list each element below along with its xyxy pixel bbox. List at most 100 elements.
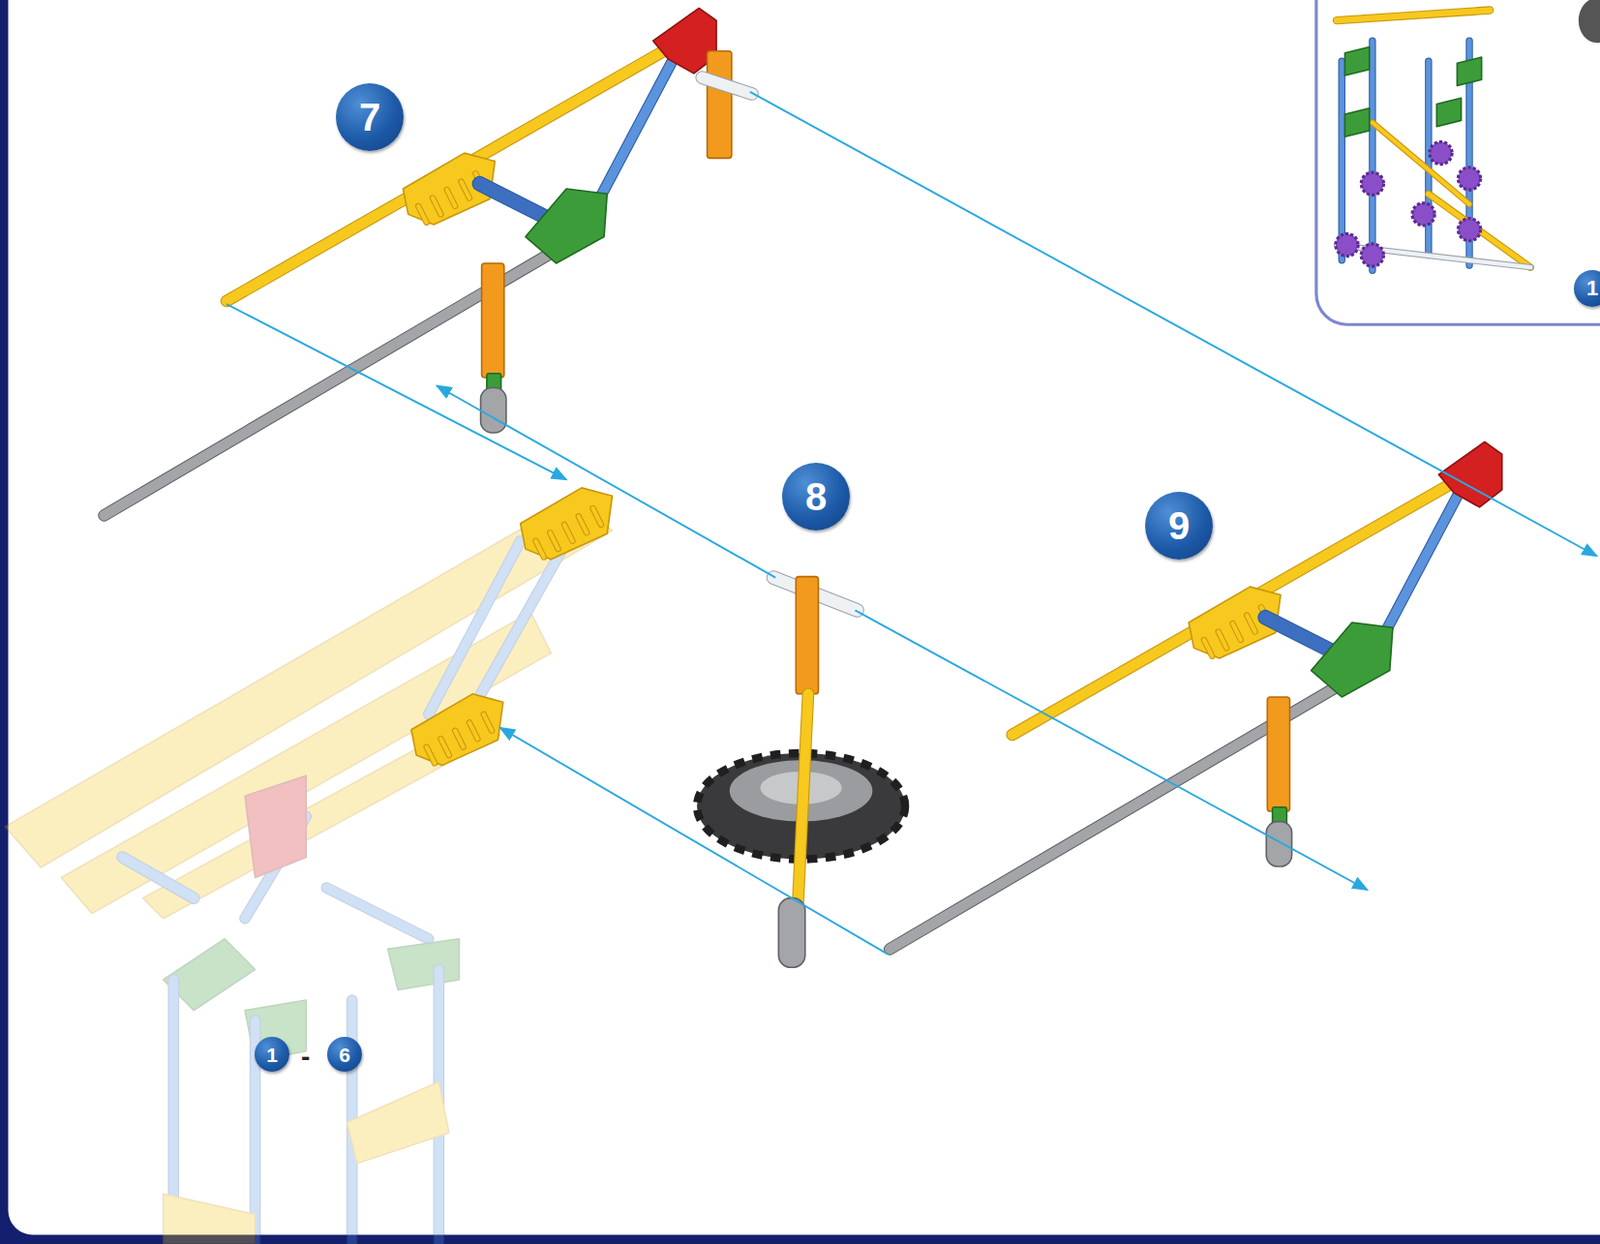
orange-connector xyxy=(795,576,818,695)
inset-tire xyxy=(1578,0,1600,43)
inset-connector xyxy=(1457,167,1480,190)
step-7-assembly xyxy=(104,7,753,515)
blue-rod xyxy=(1388,486,1463,628)
assembly-arrow xyxy=(226,303,567,480)
gray-rod xyxy=(889,686,1337,949)
connector-fin xyxy=(483,714,492,731)
connector-fin xyxy=(461,181,470,199)
connector-fin xyxy=(469,722,478,739)
connector-fin xyxy=(461,181,470,199)
yellow-rod xyxy=(1012,474,1468,735)
orange-connector xyxy=(482,263,505,378)
connector-fin xyxy=(1232,623,1240,640)
faded-connector xyxy=(346,1081,449,1163)
callout-number: 1 xyxy=(254,1036,290,1072)
connector-fin xyxy=(432,198,441,215)
assembly-arrow xyxy=(500,727,889,955)
yellow-rod xyxy=(1012,474,1468,735)
inset-connector xyxy=(1456,57,1481,87)
faded-rod xyxy=(469,550,562,715)
orange-connector xyxy=(707,51,732,159)
connector-fin xyxy=(1246,615,1255,633)
page-background xyxy=(7,0,1600,1236)
orange-connector xyxy=(1267,696,1290,812)
white-rod xyxy=(701,77,753,94)
callout-text: 8 xyxy=(805,477,827,516)
inset-rod xyxy=(1368,40,1376,271)
connector-fin xyxy=(1218,632,1227,649)
callout-text: 6 xyxy=(338,1044,351,1065)
connector-fin xyxy=(483,714,492,731)
faded-rod xyxy=(122,856,195,898)
connector-fin xyxy=(593,508,602,525)
connector-fin xyxy=(469,722,478,739)
connector-fin xyxy=(593,508,602,525)
connector-fin xyxy=(418,206,426,223)
inset-connector xyxy=(1412,203,1435,226)
connector-fin xyxy=(535,541,544,558)
yellow-rod xyxy=(226,40,682,302)
inset-rod xyxy=(1338,60,1346,261)
inset-connector xyxy=(1344,108,1369,138)
inset-preview xyxy=(1316,0,1600,325)
connector-fin xyxy=(549,532,558,549)
yellow-connector xyxy=(520,487,613,560)
inset-rod xyxy=(1425,60,1431,255)
inset-rod xyxy=(1336,10,1490,22)
connector-fin xyxy=(1232,623,1240,640)
inset-connector xyxy=(1429,142,1452,165)
blue-rod xyxy=(602,53,677,194)
connector-fin xyxy=(1204,639,1212,657)
assembly-arrow xyxy=(436,385,776,577)
connector-fin xyxy=(1246,615,1255,633)
gray-clip xyxy=(481,388,507,433)
white-rod xyxy=(701,77,753,94)
connector-fin xyxy=(447,189,455,207)
callout-text: 7 xyxy=(359,97,381,137)
connector-fin xyxy=(418,206,426,223)
faded-rod xyxy=(469,550,562,715)
faded-rod xyxy=(428,541,521,715)
inset-rod xyxy=(1339,60,1345,261)
faded-connector xyxy=(163,1193,256,1244)
blue-rod xyxy=(602,53,677,194)
connector-fin xyxy=(426,747,435,764)
step-8-assembly xyxy=(696,576,906,968)
inset-rod xyxy=(1372,121,1470,204)
inset-connector xyxy=(1344,46,1369,76)
yellow-rod xyxy=(226,40,682,302)
connector-fin xyxy=(578,515,587,533)
green-connector xyxy=(1311,622,1393,697)
inset-rod xyxy=(1336,10,1490,22)
connector-fin xyxy=(549,532,558,549)
faded-rod xyxy=(428,541,521,715)
connector-fin xyxy=(578,515,587,533)
callout-number: 9 xyxy=(1145,491,1213,560)
yellow-connector xyxy=(411,694,504,766)
connector-fin xyxy=(440,738,449,755)
inset-connector xyxy=(1457,218,1480,242)
connector-fin xyxy=(1204,639,1212,657)
connector-fin xyxy=(440,738,449,755)
faded-beam xyxy=(60,611,551,913)
blue-rod xyxy=(1388,486,1463,628)
callout-text: 9 xyxy=(1168,506,1190,545)
connector-fin xyxy=(535,541,544,558)
connector-fin xyxy=(447,189,455,207)
green-connector xyxy=(525,188,607,264)
inset-connector xyxy=(1360,172,1384,195)
callout-number: 6 xyxy=(327,1036,363,1072)
inset-connector xyxy=(1360,243,1384,267)
callout-text: 1 xyxy=(266,1044,278,1065)
callout-text: 1 xyxy=(1586,277,1599,300)
faded-rod xyxy=(326,887,428,939)
yellow-rod xyxy=(797,694,809,904)
faded-connector xyxy=(388,938,460,991)
step-range-dash: - xyxy=(301,1043,310,1071)
gray-rod xyxy=(104,252,552,515)
inset-frame xyxy=(1316,0,1600,325)
connector-fin xyxy=(454,730,463,748)
faded-connector xyxy=(244,775,306,877)
